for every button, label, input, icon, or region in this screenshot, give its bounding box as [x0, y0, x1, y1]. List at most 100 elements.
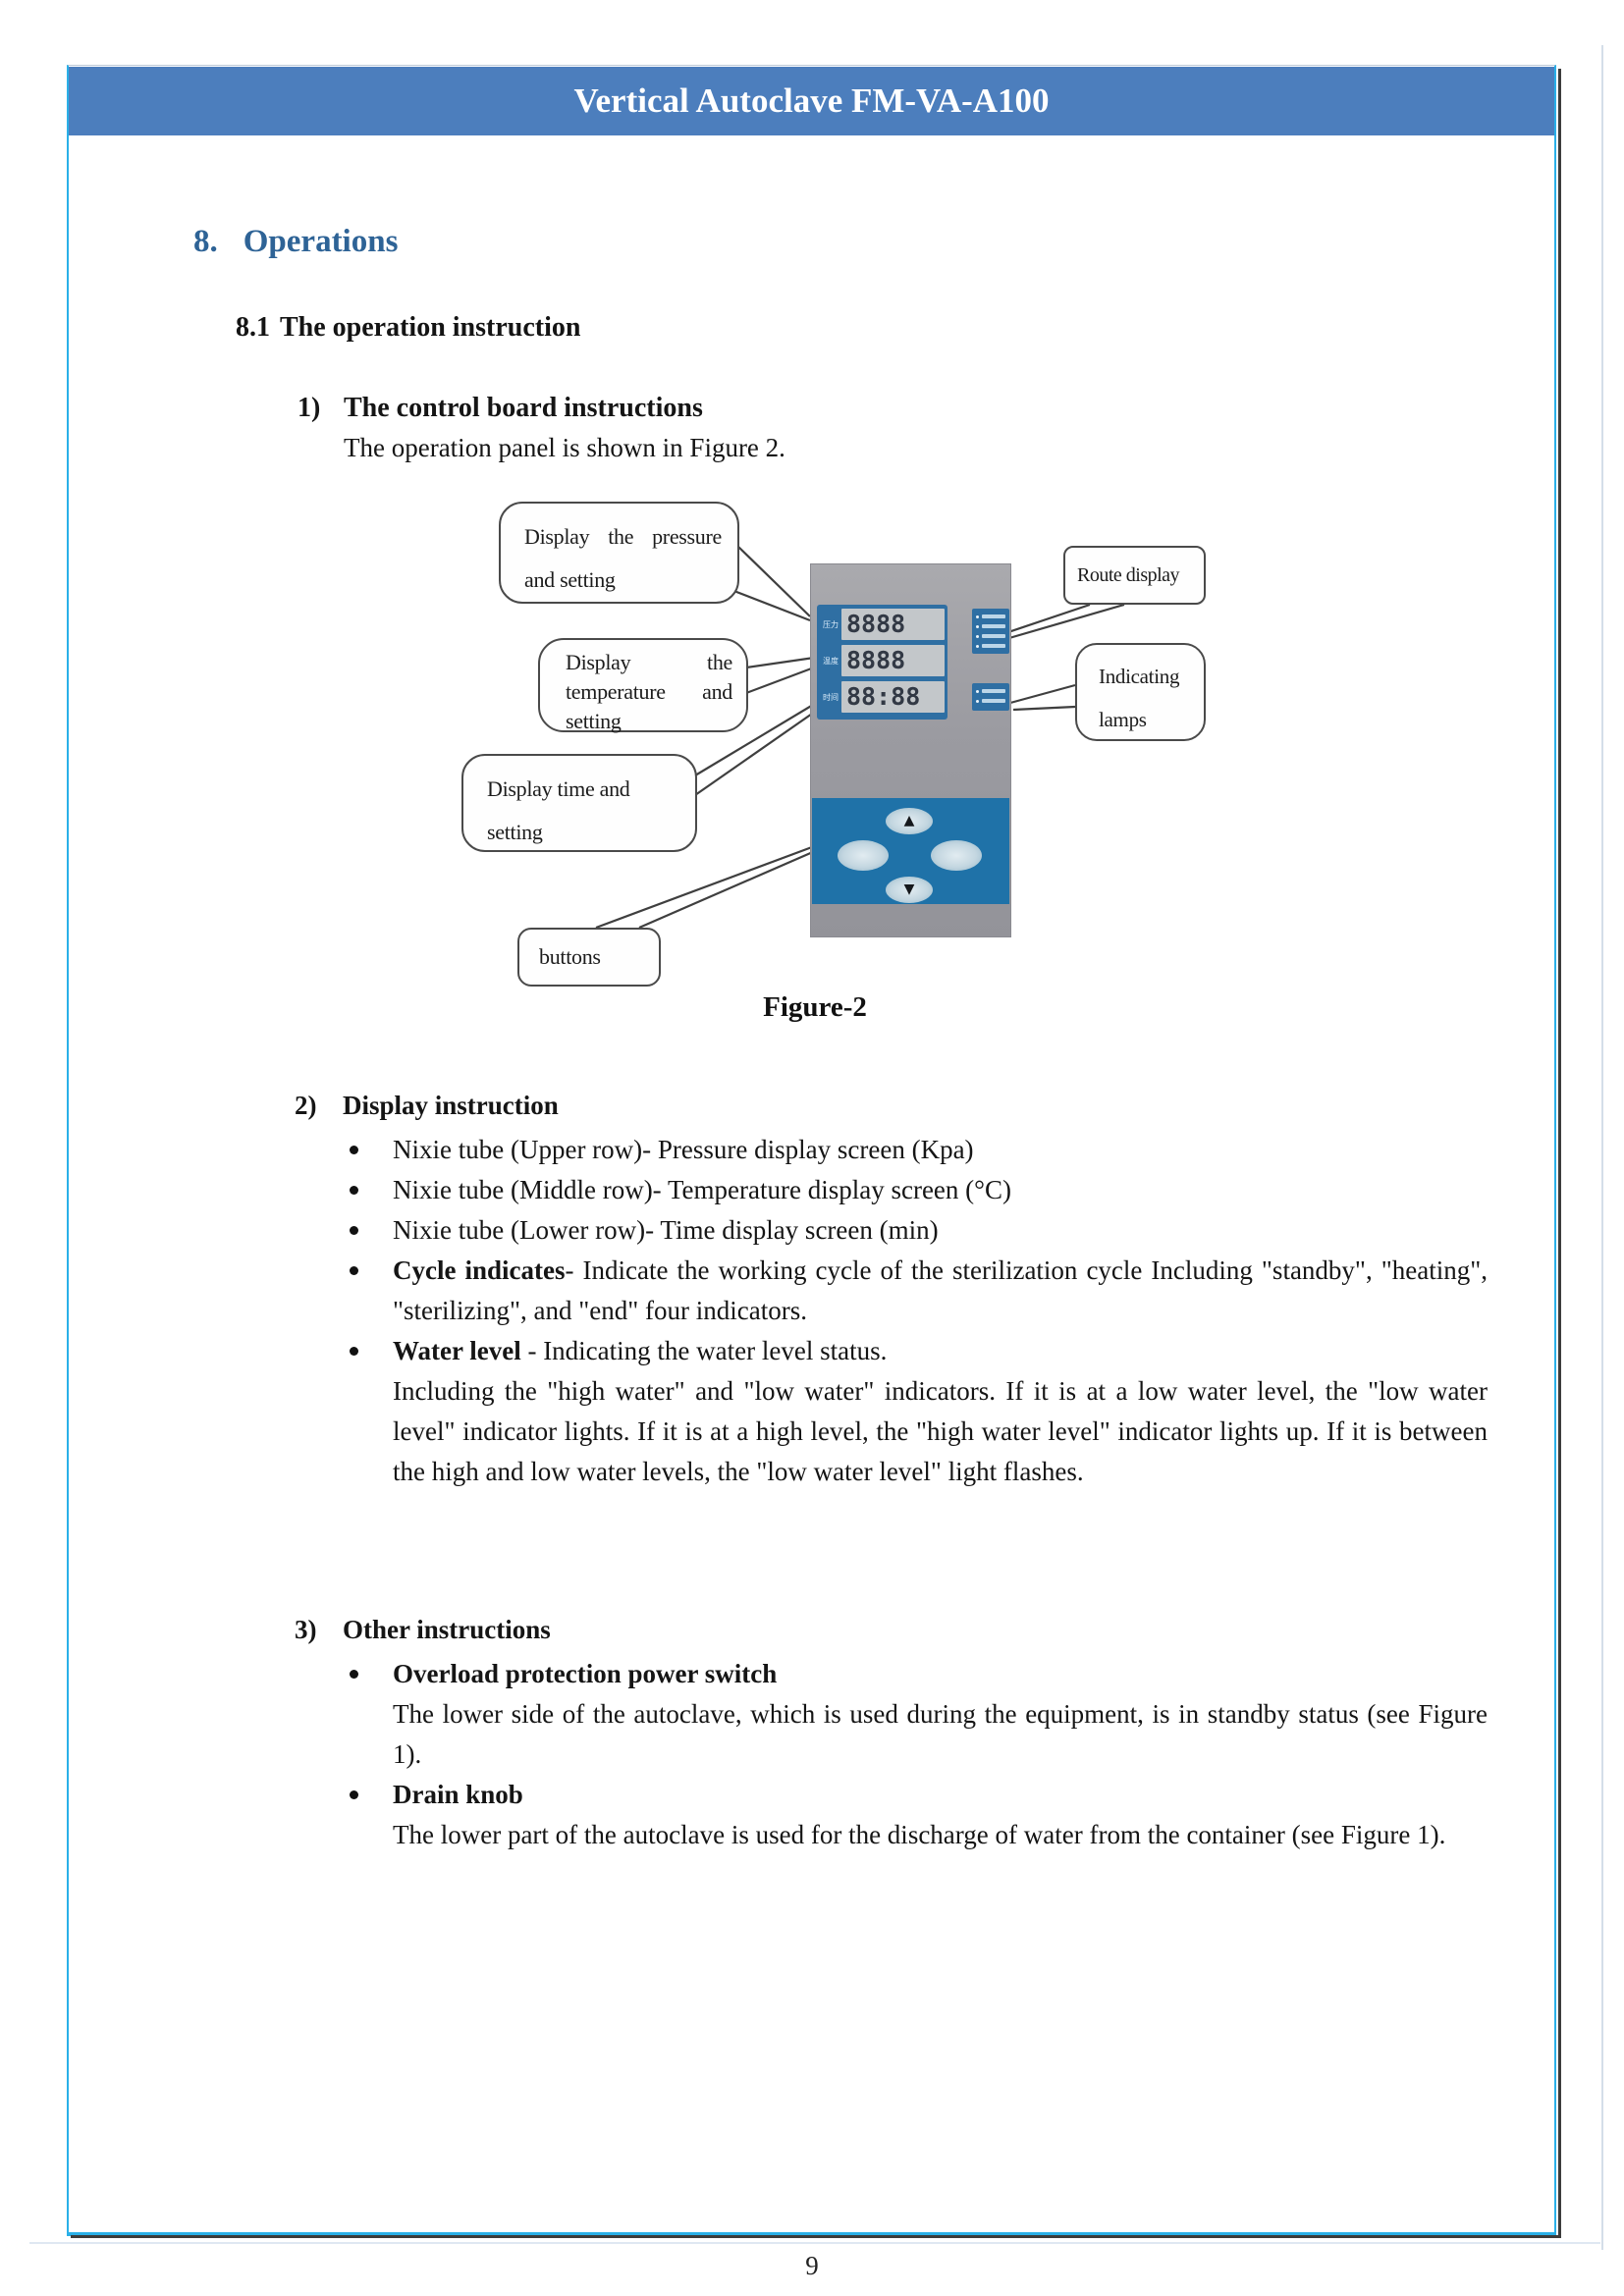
frame-shadow-bottom: [71, 2235, 1561, 2238]
item1-body: The operation panel is shown in Figure 2…: [344, 433, 785, 462]
bullet-text: Nixie tube (Upper row)- Pressure display…: [393, 1135, 974, 1164]
item1-title: The control board instructions: [344, 393, 703, 423]
bullet-dot: [350, 1226, 358, 1235]
digit-text: 8888: [846, 610, 906, 638]
subsection-heading: 8.1 The operation instruction: [236, 312, 580, 344]
bullet-cycle-indicates: Cycle indicates- Indicate the working cy…: [295, 1251, 1488, 1331]
bullet-text: - Indicate the working cycle of the ster…: [393, 1255, 1488, 1325]
page-number: 9: [805, 2251, 819, 2280]
bullet-dot: [350, 1266, 358, 1275]
item2-number: 2): [295, 1091, 317, 1120]
time-display-row: 时间 88:88: [820, 680, 945, 714]
lamp-dot-icon: [976, 634, 979, 638]
temperature-digits: 8888: [841, 645, 945, 676]
bullet-nixie-lower: Nixie tube (Lower row)- Time display scr…: [295, 1210, 1488, 1251]
callout-time: Display time and setting: [461, 754, 697, 852]
item3-bullet-list: Overload protection power switch The low…: [295, 1654, 1488, 1855]
indicator-lamp-row: [976, 631, 1005, 641]
lamp-dot-icon: [976, 624, 979, 628]
bullet-bold-text: Water level: [393, 1336, 521, 1365]
callout-pressure: Display the pressure and setting: [499, 502, 739, 604]
bullet-nixie-middle: Nixie tube (Middle row)- Temperature dis…: [295, 1170, 1488, 1210]
lamp-label-bar: [982, 689, 1005, 693]
temperature-row-label: 温度: [823, 656, 839, 666]
left-oval-button: [838, 840, 889, 871]
figure-caption: Figure-2: [763, 991, 867, 1023]
bullet-dot: [350, 1347, 358, 1356]
section-title: Operations: [243, 224, 399, 259]
display-block: 压力 8888 温度 8888 时间 88:88: [817, 605, 947, 720]
lamp-dot-icon: [976, 614, 979, 618]
item3-number: 3): [295, 1615, 317, 1644]
right-oval-button: [931, 840, 982, 871]
bullet-water-level: Water level - Indicating the water level…: [295, 1331, 1488, 1492]
section-heading: 8. Operations: [193, 224, 398, 260]
callout-route-display: Route display: [1063, 546, 1206, 605]
button-area: ▲ ▼: [812, 798, 1009, 904]
item3-heading: 3) Other instructions: [295, 1610, 1488, 1650]
callout-indicating-lamps: Indicating lamps: [1075, 643, 1206, 741]
pressure-row-label: 压力: [823, 619, 839, 629]
lamp-label-bar: [982, 614, 1005, 618]
lamp-label-bar: [982, 644, 1005, 648]
item3-title: Other instructions: [343, 1615, 551, 1644]
item2-title: Display instruction: [343, 1091, 559, 1120]
scan-edge-line: [29, 2242, 1600, 2244]
time-digits: 88:88: [841, 681, 945, 713]
item1-number: 1): [298, 393, 321, 423]
time-row-label: 时间: [823, 692, 839, 702]
indicator-lamp-row: [976, 612, 1005, 621]
bullet-bold-text: Cycle indicates: [393, 1255, 566, 1285]
bullet-nixie-upper: Nixie tube (Upper row)- Pressure display…: [295, 1130, 1488, 1170]
bullet-text: Nixie tube (Lower row)- Time display scr…: [393, 1215, 939, 1245]
water-level-indicator-box: [972, 683, 1009, 711]
pressure-digits: 8888: [841, 609, 945, 640]
up-arrow-icon: ▲: [903, 813, 915, 828]
bullet-dot: [350, 1146, 358, 1154]
bullet-dot: [350, 1670, 358, 1679]
down-arrow-button: ▼: [886, 877, 933, 903]
frame-shadow-right: [1558, 69, 1561, 2235]
numbered-item-3: 3) Other instructions Overload protection…: [295, 1610, 1488, 1855]
indicator-lamp-row: [976, 641, 1005, 651]
lamp-dot-icon: [976, 699, 979, 703]
subsection-number: 8.1: [236, 312, 270, 343]
lamp-dot-icon: [976, 689, 979, 693]
route-indicator-box: [972, 609, 1009, 654]
header-bar: Vertical Autoclave FM-VA-A100: [69, 67, 1554, 135]
bullet-bold-text: Drain knob: [393, 1780, 523, 1809]
digit-text: 8888: [846, 646, 906, 674]
lamp-label-bar: [982, 699, 1005, 703]
bullet-bold-text: Overload protection power switch: [393, 1659, 778, 1688]
pressure-display-row: 压力 8888: [820, 608, 945, 641]
subsection-title: The operation instruction: [280, 312, 581, 343]
scan-edge-line: [1601, 45, 1603, 2250]
figure-2: Display the pressure and setting Route d…: [447, 489, 1232, 1041]
page-content-frame: [67, 65, 1556, 2236]
numbered-item-1: 1) The control board instructions The ope…: [298, 389, 1490, 467]
lamp-label-bar: [982, 624, 1005, 628]
item2-heading: 2) Display instruction: [295, 1086, 1488, 1126]
item2-bullet-list: Nixie tube (Upper row)- Pressure display…: [295, 1130, 1488, 1492]
bullet-text: - Indicating the water level status.: [520, 1336, 888, 1365]
indicator-lamp-row: [976, 621, 1005, 631]
numbered-item-2: 2) Display instruction Nixie tube (Upper …: [295, 1086, 1488, 1492]
up-arrow-button: ▲: [886, 808, 933, 834]
section-number: 8.: [193, 224, 218, 259]
down-arrow-icon: ▼: [903, 881, 915, 897]
bullet-paragraph: Including the "high water" and "low wate…: [393, 1376, 1488, 1486]
document-title: Vertical Autoclave FM-VA-A100: [573, 81, 1050, 120]
bullet-text: Nixie tube (Middle row)- Temperature dis…: [393, 1175, 1011, 1204]
callout-buttons: buttons: [517, 928, 661, 987]
lamp-label-bar: [982, 634, 1005, 638]
bullet-overload-switch: Overload protection power switch The low…: [295, 1654, 1488, 1775]
bullet-dot: [350, 1186, 358, 1195]
indicator-lamp-row: [976, 696, 1005, 706]
item1-heading: 1) The control board instructions: [298, 389, 1490, 428]
temperature-display-row: 温度 8888: [820, 644, 945, 677]
bullet-paragraph: The lower part of the autoclave is used …: [393, 1820, 1446, 1849]
bullet-drain-knob: Drain knob The lower part of the autocla…: [295, 1775, 1488, 1855]
lamp-dot-icon: [976, 644, 979, 648]
indicator-lamp-row: [976, 686, 1005, 696]
